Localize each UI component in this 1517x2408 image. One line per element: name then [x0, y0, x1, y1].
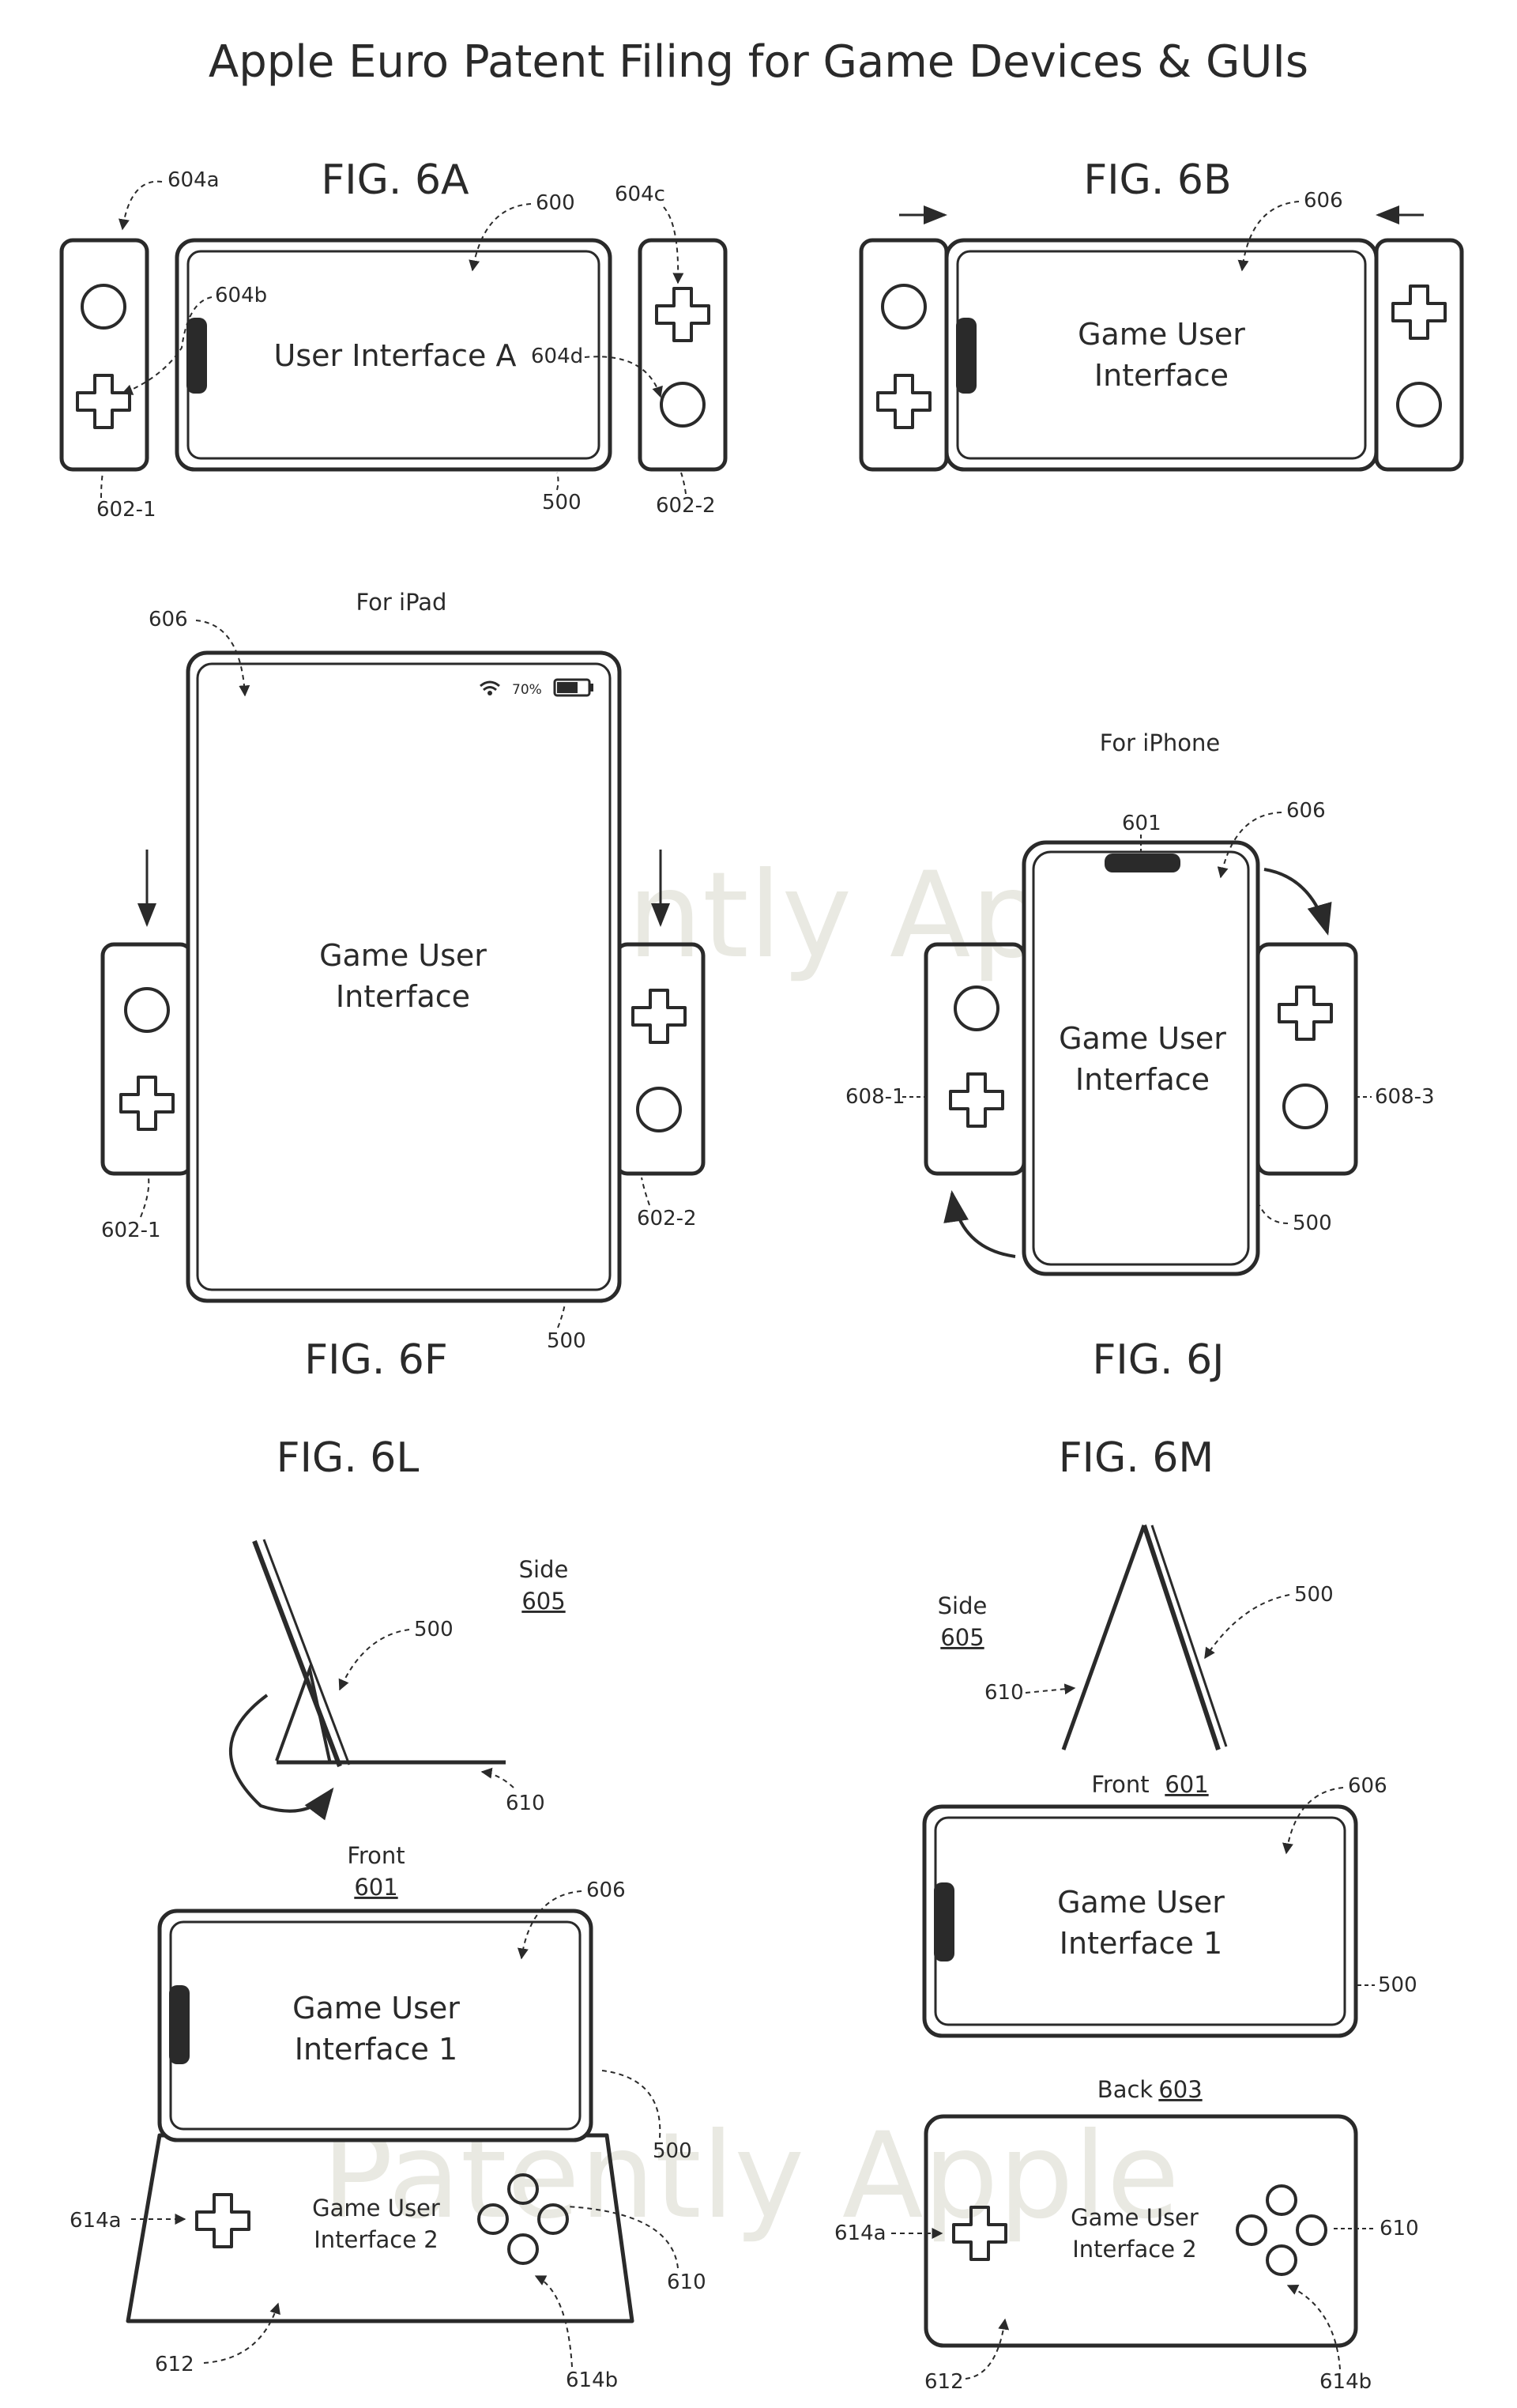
- fig-6f-screen-line1: Game User: [319, 938, 487, 973]
- fig-6l-side-num: 605: [521, 1588, 565, 1615]
- fig-6l-ui1-line1: Game User: [292, 1991, 460, 2026]
- ref-500: 500: [542, 491, 582, 514]
- fig-6m-ui1-line2: Interface 1: [1060, 1926, 1222, 1961]
- ref-608-3: 608-3: [1375, 1085, 1435, 1109]
- ref-500-front: 500: [1378, 1973, 1417, 1997]
- fig-6l-side-label: Side: [519, 1556, 569, 1583]
- fig-6l: FIG. 6L Side 605 500 610 Front 601 Game …: [70, 1434, 706, 2392]
- ipad-screen: [196, 662, 612, 1291]
- fig-6b: FIG. 6B Game User Interface 606: [859, 156, 1464, 472]
- ref-604b: 604b: [215, 284, 267, 307]
- fig-6j-screen-line1: Game User: [1059, 1021, 1226, 1056]
- fig-6b-screen-line2: Interface: [1094, 358, 1229, 393]
- ref-614b: 614b: [566, 2368, 618, 2392]
- ref-612: 612: [155, 2353, 194, 2376]
- fig-6m-ui2-line1: Game User: [1071, 2204, 1199, 2231]
- fig-6l-front-label: Front: [347, 1842, 405, 1869]
- right-controller: [638, 238, 728, 472]
- battery-percent: 70%: [512, 682, 542, 698]
- ref-500-side: 500: [1294, 1583, 1334, 1607]
- fig-6m-front-label: Front: [1091, 1771, 1149, 1798]
- ref-602-1: 602-1: [101, 1219, 161, 1242]
- fig-6m-side-label: Side: [938, 1592, 988, 1619]
- fig-6l-label: FIG. 6L: [277, 1434, 420, 1482]
- ref-610-side: 610: [506, 1792, 545, 1815]
- ref-612: 612: [924, 2370, 964, 2394]
- fig-6l-front-num: 601: [354, 1874, 397, 1901]
- right-controller: [1374, 238, 1464, 472]
- fig-6b-label: FIG. 6B: [1083, 156, 1231, 204]
- device-notch: [169, 1985, 190, 2064]
- fig-6l-ui2-line2: Interface 2: [314, 2226, 439, 2253]
- ref-606: 606: [1286, 799, 1326, 823]
- device-screen: [956, 250, 1367, 460]
- ref-606: 606: [149, 608, 188, 631]
- ref-610-side: 610: [984, 1681, 1024, 1705]
- right-controller: [1255, 942, 1358, 1176]
- page-title: Apple Euro Patent Filing for Game Device…: [209, 36, 1308, 88]
- fig-6a-label: FIG. 6A: [321, 156, 469, 204]
- ref-601: 601: [1122, 812, 1161, 835]
- ref-606: 606: [1304, 189, 1343, 213]
- fig-6f-caption: For iPad: [356, 589, 447, 616]
- device-notch: [186, 318, 207, 394]
- ref-604d: 604d: [531, 345, 583, 368]
- fig-6l-ui2-line1: Game User: [312, 2195, 440, 2221]
- left-controller: [59, 238, 149, 472]
- ref-602-2: 602-2: [656, 494, 716, 518]
- wifi-icon: [480, 680, 500, 691]
- ref-606: 606: [1348, 1774, 1387, 1798]
- ref-602-2: 602-2: [637, 1207, 697, 1230]
- ref-608-1: 608-1: [845, 1085, 905, 1109]
- fig-6m-ui1-line1: Game User: [1057, 1885, 1225, 1920]
- ref-604a: 604a: [168, 168, 220, 192]
- fig-6m-front-num: 601: [1165, 1771, 1208, 1798]
- fig-6j-screen-line2: Interface: [1075, 1062, 1210, 1097]
- fig-6m-side-num: 605: [940, 1624, 984, 1651]
- ref-610-back: 610: [1380, 2217, 1419, 2240]
- ref-614a: 614a: [70, 2209, 122, 2233]
- ref-600: 600: [536, 191, 575, 215]
- device-back-outline: [924, 2114, 1358, 2348]
- device-notch: [956, 318, 977, 394]
- ref-614b: 614b: [1319, 2370, 1372, 2394]
- fig-6f-screen-line2: Interface: [336, 979, 470, 1014]
- ref-500: 500: [547, 1329, 586, 1353]
- ref-606: 606: [586, 1879, 626, 1902]
- ref-604c: 604c: [615, 183, 665, 206]
- fig-6m: FIG. 6M Side 605 500 610 Front 601 Game …: [834, 1434, 1419, 2394]
- ref-614a: 614a: [834, 2221, 886, 2245]
- fig-6j: For iPhone Game User Interface 601 606 6…: [845, 729, 1435, 1384]
- battery-icon: [553, 678, 591, 697]
- ref-500-side: 500: [414, 1618, 454, 1641]
- fig-6a-screen-text: User Interface A: [274, 338, 517, 373]
- ipad-outline: [186, 650, 622, 1303]
- left-controller: [100, 942, 194, 1176]
- fig-6a: FIG. 6A User Interface A 604a 600 604c 6…: [59, 156, 728, 522]
- fig-6m-back-label: Back: [1097, 2076, 1154, 2103]
- device-notch: [934, 1882, 954, 1961]
- iphone-outline: [1022, 840, 1260, 1276]
- device-outline: [157, 1909, 593, 2142]
- ref-500-front: 500: [653, 2139, 692, 2163]
- fig-6f: For iPad 70% Game User Interface 606 602…: [100, 589, 706, 1384]
- fig-6m-ui2-line2: Interface 2: [1072, 2236, 1197, 2263]
- device-front-outline: [922, 1804, 1358, 2038]
- fig-6b-screen-line1: Game User: [1078, 317, 1245, 352]
- iphone-notch: [1105, 854, 1180, 872]
- fig-6j-label: FIG. 6J: [1092, 1336, 1224, 1384]
- fig-6j-caption: For iPhone: [1100, 729, 1220, 756]
- fig-6m-back-num: 603: [1158, 2076, 1202, 2103]
- fig-6f-label: FIG. 6F: [304, 1336, 448, 1384]
- ref-500: 500: [1293, 1212, 1332, 1235]
- device-outline: [944, 238, 1379, 472]
- left-controller: [859, 238, 949, 472]
- fig-6l-ui1-line2: Interface 1: [295, 2032, 457, 2067]
- fig-6m-label: FIG. 6M: [1059, 1434, 1214, 1482]
- ref-602-1: 602-1: [96, 498, 156, 522]
- device-front-screen: [934, 1816, 1346, 2026]
- ref-610-front: 610: [667, 2270, 706, 2294]
